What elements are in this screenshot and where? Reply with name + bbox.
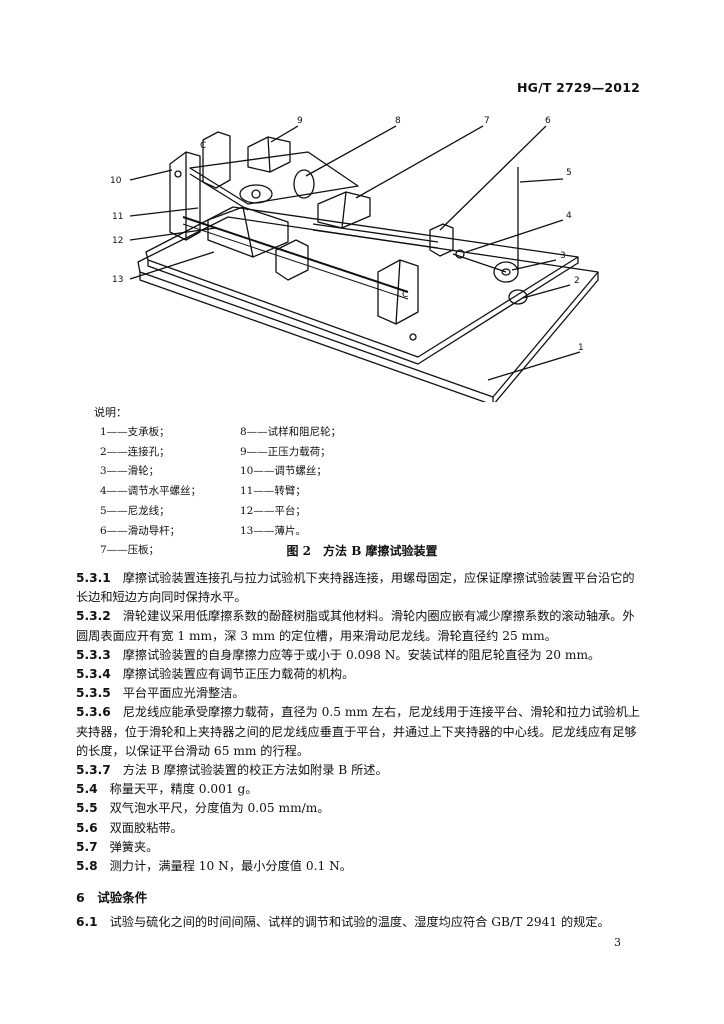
legend-item: 13——薄片。: [240, 524, 306, 537]
legend-item: 11——转臂；: [240, 485, 306, 498]
clause-number: 5.3.7: [76, 763, 111, 778]
clause-number: 5.5: [76, 801, 98, 816]
clause-number: 5.6: [76, 820, 98, 835]
clause-number: 5.3.5: [76, 686, 111, 701]
paragraph: 6.1 试验与硫化之间的时间间隔、试样的调节和试验的温度、湿度均应符合 GB/T …: [76, 913, 646, 932]
paragraph: 5.3.5 平台平面应光滑整洁。: [76, 684, 646, 703]
clause-text: 平台平面应光滑整洁。: [122, 686, 245, 701]
callout-5: 5: [566, 168, 572, 178]
legend-item: 5——尼龙线；: [100, 504, 170, 517]
callout-4: 4: [566, 211, 572, 221]
clause-text: 摩擦试验装置应有调节正压力载荷的机构。: [122, 667, 355, 682]
clause-number: 5.3.2: [76, 609, 111, 624]
clause-number: 5.7: [76, 839, 98, 854]
legend-item: 7——压板；: [100, 544, 160, 557]
legend-item: 1——支承板；: [100, 426, 170, 438]
standard-code: HG/T 2729—2012: [516, 80, 640, 95]
clause-number: 5.4: [76, 782, 98, 797]
legend-item: 3——滑轮；: [100, 465, 160, 478]
callout-11: 11: [112, 212, 123, 222]
clause-text: 滑轮建议采用低摩擦系数的酚醛树脂或其他材料。滑轮内圈应嵌有减少摩擦系数的滚动轴承…: [76, 609, 635, 643]
paragraph: 5.6 双面胶粘带。: [76, 819, 646, 838]
clause-text: 摩擦试验装置连接孔与拉力试验机下夹持器连接，用螺母固定，应保证摩擦试验装置平台沿…: [76, 571, 635, 605]
clause-text: 摩擦试验装置的自身摩擦力应等于或小于 0.098 N。安装试样的阻尼轮直径为 2…: [122, 647, 601, 662]
legend-item: 10——调节螺丝；: [240, 465, 327, 478]
figure-caption: 图 2 方法 B 摩擦试验装置: [286, 544, 438, 558]
clause-text: 尼龙线应能承受摩擦力载荷，直径为 0.5 mm 左右，尼龙线用于连接平台、滑轮和…: [76, 705, 640, 758]
clause-text: 测力计，满量程 10 N，最小分度值 0.1 N。: [109, 859, 352, 874]
mark-c-2: C: [402, 290, 408, 300]
page-number: 3: [614, 936, 621, 949]
paragraph: 5.8 测力计，满量程 10 N，最小分度值 0.1 N。: [76, 857, 646, 876]
legend-item: 12——平台；: [240, 504, 306, 517]
legend-item: 9——正压力载荷；: [240, 445, 331, 458]
platform: [145, 206, 579, 358]
callout-9: 9: [297, 116, 303, 126]
section-heading: 6 试验条件: [76, 890, 148, 906]
legend-item: 6——滑动导杆；: [100, 524, 181, 537]
legend-item: 8——试样和阻尼轮；: [240, 426, 342, 438]
paragraph: 5.7 弹簧夹。: [76, 838, 646, 857]
clause-text: 称量天平，精度 0.001 g。: [109, 782, 258, 797]
support-plate: [137, 216, 599, 398]
callout-13: 13: [112, 275, 123, 285]
clause-text: 双面胶粘带。: [109, 820, 183, 835]
clause-number: 5.3.3: [76, 647, 111, 662]
paragraph: 5.3.7 方法 B 摩擦试验装置的校正方法如附录 B 所述。: [76, 761, 646, 780]
paragraph: 5.4 称量天平，精度 0.001 g。: [76, 780, 646, 799]
clause-number: 5.8: [76, 859, 98, 874]
paragraph: 5.3.4 摩擦试验装置应有调节正压力载荷的机构。: [76, 665, 646, 684]
clause-number: 5.3.6: [76, 705, 111, 720]
clause-number: 5.3.1: [76, 571, 111, 585]
clause-text: 方法 B 摩擦试验装置的校正方法如附录 B 所述。: [122, 763, 388, 778]
legend-right: 8——试样和阻尼轮； 9——正压力载荷； 10——调节螺丝； 11——转臂； 1…: [240, 423, 341, 541]
clause-text: 双气泡水平尺，分度值为 0.05 mm/m。: [109, 801, 330, 816]
callout-7: 7: [484, 116, 490, 126]
mark-c-1: C: [200, 141, 206, 151]
callout-8: 8: [395, 116, 401, 126]
legend-left: 1——支承板； 2——连接孔； 3——滑轮； 4——调节水平螺丝； 5——尼龙线…: [100, 423, 201, 561]
legend-item: 4——调节水平螺丝；: [100, 485, 202, 498]
callout-12: 12: [112, 236, 123, 246]
callout-1: 1: [578, 343, 584, 353]
clause-number: 5.3.4: [76, 667, 111, 682]
callout-6: 6: [545, 116, 551, 126]
legend-title: 说明：: [94, 406, 127, 419]
clause-number: 6.1: [76, 915, 98, 930]
clause-text: 弹簧夹。: [109, 839, 159, 854]
callout-2: 2: [574, 276, 580, 286]
apparatus-drawing: C C 1 2 3 4 5 6 7 8 9 10 11 12 13: [110, 116, 599, 402]
callout-3: 3: [560, 251, 566, 261]
callout-10: 10: [110, 176, 122, 186]
legend-item: 2——连接孔；: [100, 445, 170, 458]
paragraph: 5.3.3 摩擦试验装置的自身摩擦力应等于或小于 0.098 N。安装试样的阻尼轮…: [76, 646, 646, 665]
paragraph: 5.5 双气泡水平尺，分度值为 0.05 mm/m。: [76, 799, 646, 818]
clause-text: 试验与硫化之间的时间间隔、试样的调节和试验的温度、湿度均应符合 GB/T 294…: [109, 915, 610, 930]
